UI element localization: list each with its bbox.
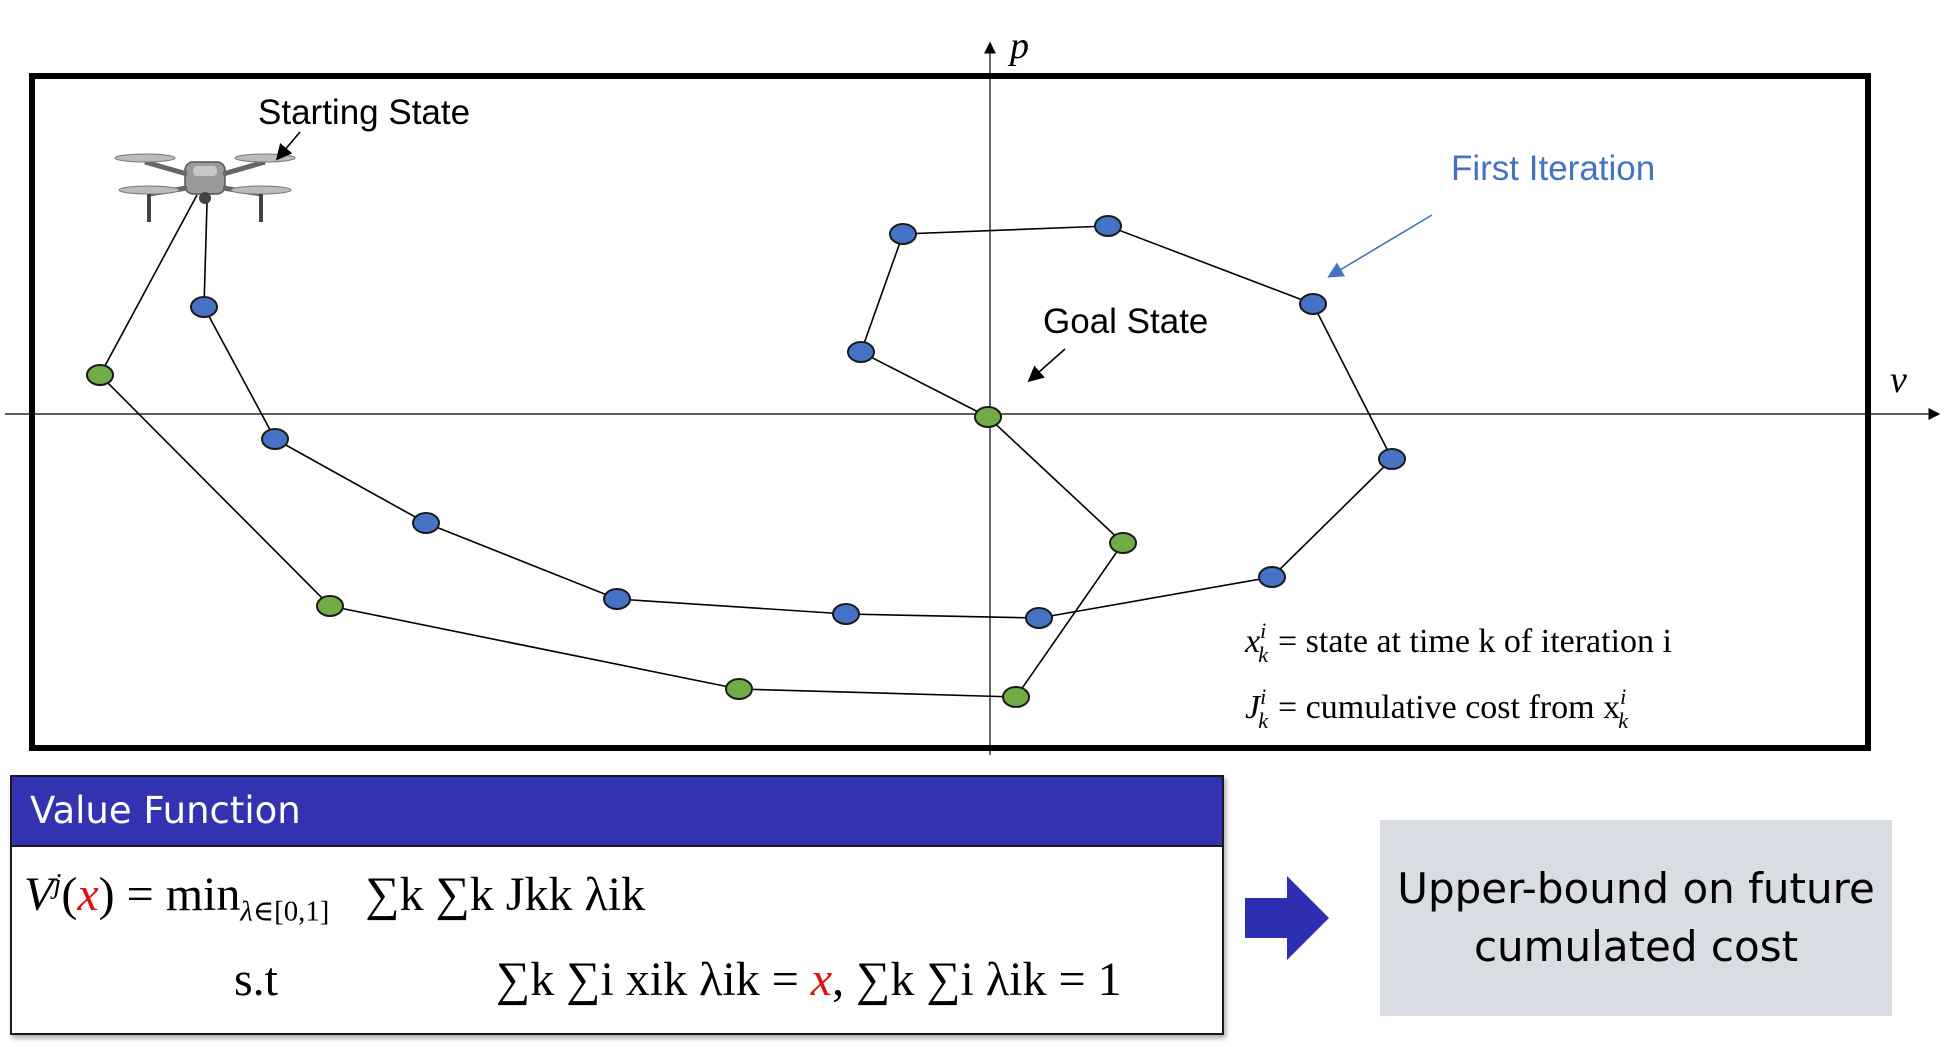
green-node	[1002, 686, 1030, 708]
green-node	[725, 678, 753, 700]
trajectory-edges	[99, 194, 1393, 698]
blue-node	[847, 341, 875, 363]
goal-state-label: Goal State	[1043, 302, 1208, 341]
green-node	[86, 364, 114, 386]
blue-node	[190, 296, 218, 318]
value-function-title: Value Function	[12, 777, 1222, 847]
value-function-constraint-expr: ∑k ∑i xik λik = x, ∑k ∑i λik = 1	[496, 952, 1122, 1007]
result-text: Upper-bound on future cumulated cost	[1397, 864, 1875, 971]
axis-p-label: p	[1007, 25, 1029, 67]
blue-trajectory	[203, 202, 1393, 619]
first-iteration-pointer	[1327, 214, 1433, 278]
vf-min-range: ∈[0,1]	[252, 895, 330, 928]
blue-node	[603, 588, 631, 610]
blue-node	[1378, 448, 1406, 470]
blue-node	[889, 223, 917, 245]
first-iteration-label: First Iteration	[1451, 149, 1655, 188]
blue-node	[1299, 293, 1327, 315]
vf-constraint-x: x	[810, 953, 833, 1006]
vf-equals-min: ) = min	[98, 868, 241, 921]
vf-symbol-v: V	[24, 868, 54, 921]
vf-constraint-sum: ∑k ∑i xik λik =	[496, 953, 811, 1006]
blue-node	[1094, 215, 1122, 237]
blue-node	[832, 603, 860, 625]
goal-node	[974, 406, 1002, 428]
blue-node	[261, 428, 289, 450]
green-trajectory	[99, 194, 1125, 698]
value-function-constraint: s.t	[234, 952, 278, 1007]
starting-state-pointer	[275, 131, 301, 161]
vf-objective-sum: ∑k ∑k Jkk λik	[365, 868, 646, 921]
result-box: Upper-bound on future cumulated cost	[1380, 820, 1892, 1016]
goal-state-pointer	[1027, 348, 1066, 383]
vf-argument-x: x	[77, 868, 99, 921]
value-function-box: Value Function Vj(x) = minλ∈[0,1] ∑k ∑k …	[10, 775, 1224, 1035]
right-block-arrow-icon	[1245, 876, 1329, 960]
starting-state-label: Starting State	[258, 93, 470, 132]
blue-node	[1025, 607, 1053, 629]
vf-superscript-j: j	[53, 868, 62, 900]
trajectory-nodes	[86, 215, 1406, 708]
green-node	[316, 595, 344, 617]
state-space-frame	[29, 73, 1871, 751]
drone-icon	[114, 153, 296, 222]
axis-v-label: v	[1890, 359, 1907, 401]
value-function-objective: Vj(x) = minλ∈[0,1] ∑k ∑k Jkk λik	[24, 868, 646, 928]
blue-node	[412, 512, 440, 534]
blue-node	[1258, 566, 1286, 588]
vf-st-label: s.t	[234, 953, 279, 1006]
vf-constraint-lambda-sum: , ∑k ∑i λik = 1	[832, 953, 1122, 1006]
vf-min-lambda: λ	[240, 895, 253, 928]
green-node	[1109, 532, 1137, 554]
